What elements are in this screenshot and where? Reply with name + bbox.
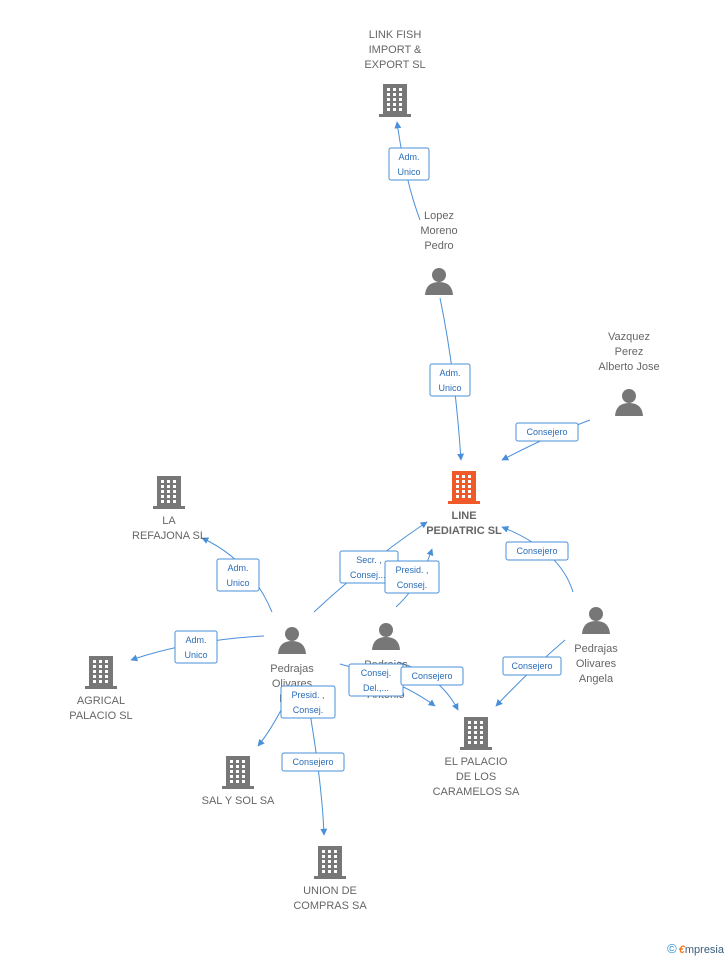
edge-label-text: Presid. , bbox=[291, 690, 324, 700]
node-label-line: Olivares bbox=[576, 658, 617, 670]
edge-label-text: Secr. , bbox=[356, 555, 382, 565]
edge-label-box bbox=[515, 422, 579, 442]
node-refajona[interactable]: LA REFAJONA SL bbox=[132, 476, 206, 542]
edge-label-text: Consejero bbox=[411, 671, 452, 681]
node-label-line: AGRICAL bbox=[77, 695, 125, 707]
node-label-line: Perez bbox=[615, 346, 644, 358]
person-icon bbox=[372, 623, 400, 650]
empresia-logo: ©€mpresia bbox=[667, 941, 724, 956]
building-icon bbox=[448, 471, 480, 504]
node-label-line: Pedrajas bbox=[574, 643, 618, 655]
node-label-line: LA bbox=[162, 515, 176, 527]
edge-label-text: Unico bbox=[438, 383, 461, 393]
node-label-line: COMPRAS SA bbox=[293, 900, 367, 912]
edge-label-box bbox=[505, 541, 569, 561]
edge-label-box bbox=[174, 630, 218, 664]
node-label-line: EL PALACIO bbox=[445, 756, 508, 768]
node-label-line: IMPORT & bbox=[369, 44, 422, 56]
edge-label[interactable]: Presid. , Consej. bbox=[384, 560, 440, 594]
node-label-line: Pedro bbox=[424, 240, 453, 252]
edge-label-text: Consejero bbox=[511, 661, 552, 671]
edge-label[interactable]: Adm. Unico bbox=[174, 630, 218, 664]
node-label-line: Moreno bbox=[420, 225, 457, 237]
edge-label-text: Consejero bbox=[516, 546, 557, 556]
node-link[interactable]: LINK FISH IMPORT & EXPORT SL bbox=[364, 29, 426, 117]
edge-label-text: Consej. bbox=[361, 668, 392, 678]
node-label-line: SAL Y SOL SA bbox=[202, 795, 275, 807]
person-icon bbox=[425, 268, 453, 295]
edge-label-box bbox=[400, 666, 464, 686]
node-label-line: Pedrajas bbox=[270, 663, 314, 675]
edge-label[interactable]: Adm. Unico bbox=[429, 363, 471, 397]
edge-label[interactable]: Consejero bbox=[281, 752, 345, 772]
edges-layer bbox=[130, 121, 591, 836]
node-union[interactable]: UNION DE COMPRAS SA bbox=[293, 846, 367, 912]
edge-label[interactable]: Adm. Unico bbox=[388, 147, 430, 181]
node-label-line: UNION DE bbox=[303, 885, 357, 897]
person-icon bbox=[582, 607, 610, 634]
building-icon bbox=[85, 656, 117, 689]
building-icon bbox=[153, 476, 185, 509]
node-line[interactable]: LINE PEDIATRIC SL bbox=[426, 471, 502, 537]
edge-label-text: Consej.... bbox=[350, 570, 388, 580]
edge-label-text: Unico bbox=[226, 578, 249, 588]
node-label-line: PALACIO SL bbox=[69, 710, 132, 722]
node-salysol[interactable]: SAL Y SOL SA bbox=[202, 756, 275, 807]
edge-label[interactable]: Consejero bbox=[502, 656, 562, 676]
edge-label[interactable]: Consejero bbox=[515, 422, 579, 442]
edge-label[interactable]: Consejero bbox=[505, 541, 569, 561]
edge-label-text: Adm. bbox=[398, 152, 419, 162]
edge-label-text: Consej. bbox=[397, 580, 428, 590]
node-label-line: LINE bbox=[451, 510, 476, 522]
node-label-line: CARAMELOS SA bbox=[433, 786, 520, 798]
edge-label-text: Consejero bbox=[292, 757, 333, 767]
copyright-symbol: © bbox=[667, 941, 677, 956]
edge-label-text: Adm. bbox=[185, 635, 206, 645]
node-label-line: REFAJONA SL bbox=[132, 530, 206, 542]
building-icon bbox=[314, 846, 346, 879]
node-label-line: Vazquez bbox=[608, 331, 650, 343]
edge-label-text: Consej. bbox=[293, 705, 324, 715]
edge-label-text: Unico bbox=[184, 650, 207, 660]
person-icon bbox=[278, 627, 306, 654]
edge-label-box bbox=[384, 560, 440, 594]
edge-label[interactable]: Consej. Del.,... bbox=[348, 663, 404, 697]
edge-labels-layer: Adm.UnicoAdm.UnicoConsejeroConsejeroSecr… bbox=[174, 147, 579, 772]
edge-label-text: Unico bbox=[397, 167, 420, 177]
edge-label-text: Adm. bbox=[227, 563, 248, 573]
building-icon bbox=[379, 84, 411, 117]
edge-label-box bbox=[216, 558, 260, 592]
edge-label-text: Del.,... bbox=[363, 683, 389, 693]
node-label-line: Alberto Jose bbox=[598, 361, 659, 373]
nodes-layer: LINK FISH IMPORT & EXPORT SL LopezMorenoPed… bbox=[69, 29, 659, 912]
node-label-line: Lopez bbox=[424, 210, 454, 222]
node-caramelos[interactable]: EL PALACIO DE LOS CARAMELOS SA bbox=[433, 717, 520, 798]
edge-label[interactable]: Adm. Unico bbox=[216, 558, 260, 592]
node-agrical[interactable]: AGRICAL PALACIO SL bbox=[69, 656, 133, 722]
edge-label-box bbox=[281, 752, 345, 772]
edge-label-box bbox=[502, 656, 562, 676]
node-label-line: DE LOS bbox=[456, 771, 496, 783]
brand-name: mpresia bbox=[684, 944, 724, 956]
edge-label-box bbox=[388, 147, 430, 181]
person-icon bbox=[615, 389, 643, 416]
building-icon bbox=[460, 717, 492, 750]
edge-label-text: Consejero bbox=[526, 427, 567, 437]
node-label-line: EXPORT SL bbox=[364, 59, 425, 71]
node-label-line: LINK FISH bbox=[369, 29, 422, 41]
edge-label[interactable]: Presid. , Consej. bbox=[280, 685, 336, 719]
edge-label-text: Presid. , bbox=[395, 565, 428, 575]
edge-label-text: Adm. bbox=[439, 368, 460, 378]
node-label-line: Angela bbox=[579, 673, 614, 685]
node-label-line: PEDIATRIC SL bbox=[426, 525, 502, 537]
edge-label-box bbox=[429, 363, 471, 397]
edge-label[interactable]: Consejero bbox=[400, 666, 464, 686]
edge-label-box bbox=[280, 685, 336, 719]
brand-e: € bbox=[678, 944, 685, 956]
building-icon bbox=[222, 756, 254, 789]
